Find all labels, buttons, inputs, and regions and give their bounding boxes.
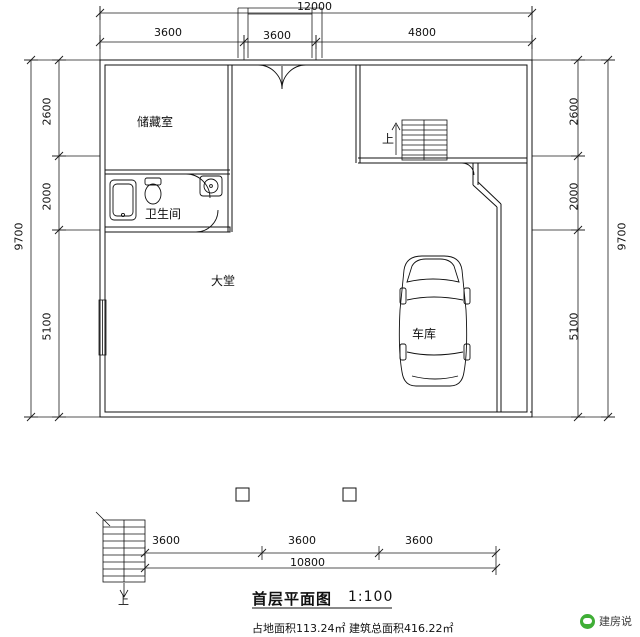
watermark-badge: 建房说: [580, 613, 632, 629]
car-symbol: [398, 255, 471, 387]
dim-left-seg-1: 2600: [40, 97, 54, 126]
dim-top-seg-3: 4800: [408, 26, 436, 39]
room-label-hall: 大堂: [211, 274, 236, 288]
dim-right-seg-3: 5100: [567, 312, 581, 341]
interior-walls: [104, 65, 527, 412]
left-tick-marks: [26, 55, 64, 422]
dim-top-seg-2: 3600: [263, 29, 291, 42]
garage-open-edge: [380, 411, 532, 418]
wechat-icon: [580, 613, 595, 629]
dim-bottom-seg-1: 3600: [152, 534, 180, 547]
dim-left-overall: 9700: [12, 222, 26, 251]
top-dimension-lines: [99, 6, 533, 60]
interior-staircase: [391, 119, 448, 161]
room-label-storage: 储藏室: [137, 115, 174, 129]
bottom-dimension-lines: [144, 546, 497, 575]
dimension-tick-marks: [95, 8, 537, 47]
exterior-walls: [99, 59, 533, 418]
dim-left-seg-2: 2000: [40, 182, 54, 211]
bathroom-fixtures: [109, 175, 223, 221]
dim-right-overall: 9700: [615, 222, 629, 251]
dim-right-seg-1: 2600: [567, 97, 581, 126]
right-tick-marks: [573, 55, 613, 422]
bottom-stair-elevation: [95, 511, 146, 598]
drawing-scale: 1:100: [348, 589, 394, 605]
dim-right-seg-2: 2000: [567, 182, 581, 211]
dim-bottom-overall: 10800: [290, 556, 325, 569]
dim-left-seg-3: 5100: [40, 312, 54, 341]
dim-top-seg-1: 3600: [154, 26, 182, 39]
window-symbols: [98, 59, 185, 356]
stair-down-label: 上: [118, 594, 129, 607]
watermark-label: 建房说: [599, 615, 632, 628]
bottom-tick-marks: [140, 548, 501, 573]
column-markers: [235, 487, 357, 502]
stair-up-label: 上: [382, 132, 395, 146]
dim-top-overall: 12000: [297, 0, 332, 13]
drawing-area-note: 占地面积113.24㎡ 建筑总面积416.22㎡: [252, 622, 454, 635]
left-dimension-lines: [24, 59, 100, 418]
door-symbols: [185, 64, 475, 233]
room-label-garage: 车库: [412, 327, 437, 341]
drawing-title: 首层平面图: [252, 590, 333, 608]
dim-bottom-seg-3: 3600: [405, 534, 433, 547]
room-label-bathroom: 卫生间: [145, 207, 182, 221]
dim-bottom-seg-2: 3600: [288, 534, 316, 547]
